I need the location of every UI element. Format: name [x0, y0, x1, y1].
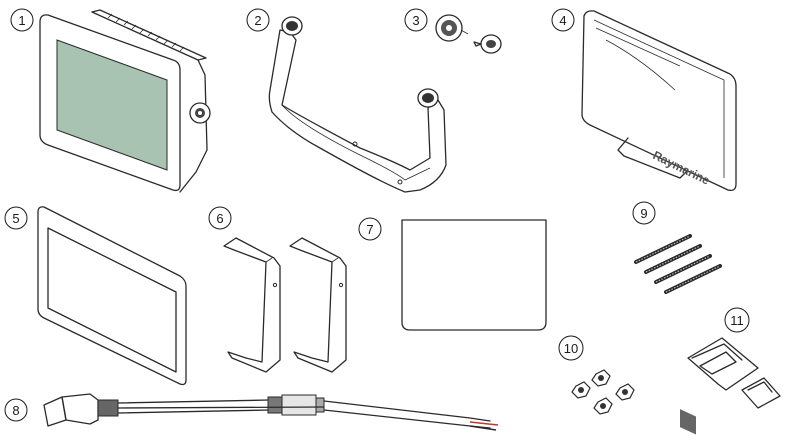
clip-right: [289, 237, 347, 373]
callout-1: 1: [10, 8, 34, 32]
knob-large-icon: [435, 14, 469, 42]
callout-9: 9: [632, 201, 656, 225]
callout-6: 6: [208, 206, 232, 230]
mounting-clips: [223, 237, 347, 373]
svg-text:9: 9: [640, 206, 647, 221]
svg-text:6: 6: [216, 211, 223, 226]
callout-4: 4: [551, 8, 575, 32]
svg-text:4: 4: [559, 13, 566, 28]
power-data-cable: [43, 393, 499, 431]
callout-11: 11: [724, 307, 750, 333]
callout-2: 2: [246, 8, 270, 32]
panel-gasket: [37, 206, 187, 386]
threaded-studs: [634, 234, 722, 294]
clip-left: [223, 237, 281, 373]
mounting-template: [401, 219, 547, 331]
nut-icon: [591, 369, 611, 387]
svg-text:7: 7: [366, 222, 373, 237]
microsd-card: [741, 377, 781, 409]
r-logo-icon: [680, 409, 696, 435]
callout-7: 7: [358, 217, 382, 241]
callout-10: 10: [558, 335, 584, 361]
display-unit: [39, 9, 211, 193]
svg-text:10: 10: [564, 341, 578, 356]
mounting-knob-icon: [189, 102, 211, 124]
svg-text:1: 1: [18, 13, 25, 28]
knob-small-icon: [473, 34, 502, 54]
svg-text:5: 5: [12, 211, 19, 226]
callout-8: 8: [4, 398, 28, 422]
svg-text:8: 8: [12, 403, 19, 418]
bracket-knob-left-icon: [281, 16, 303, 36]
svg-text:11: 11: [730, 313, 744, 328]
nut-icon: [571, 381, 591, 399]
cover-logo-text: Raymarine: [651, 148, 713, 188]
callout-3: 3: [404, 8, 428, 32]
bracket-knobs: [435, 14, 502, 54]
sd-card-adapter: [687, 337, 759, 391]
nut-icon: [615, 383, 635, 401]
nut-icon: [593, 397, 613, 415]
svg-text:3: 3: [412, 13, 419, 28]
thumb-nuts: [571, 369, 635, 415]
svg-text:2: 2: [254, 13, 261, 28]
trunnion-bracket: [268, 16, 447, 193]
callout-5: 5: [4, 206, 28, 230]
bracket-knob-right-icon: [417, 88, 439, 108]
